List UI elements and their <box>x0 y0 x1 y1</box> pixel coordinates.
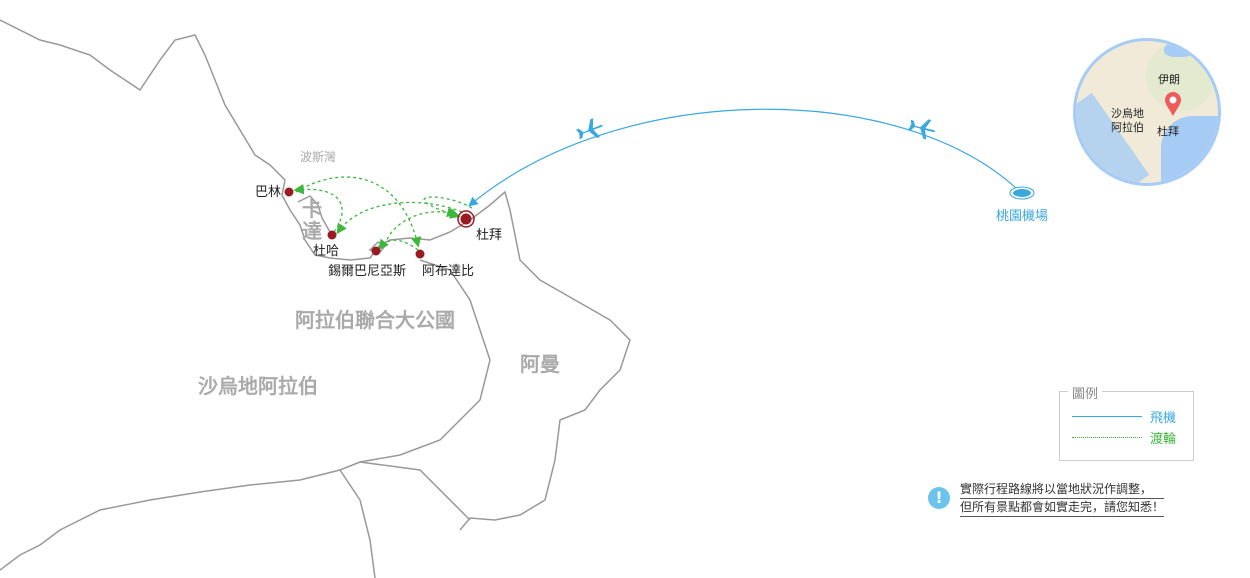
legend-ferry: 渡輪 <box>1072 428 1176 447</box>
notice-line-2: 但所有景點都會如實走完，請您知悉！ <box>960 499 1165 517</box>
legend: 圖例 飛機 渡輪 <box>1059 383 1194 461</box>
country-saudi: 沙烏地阿拉伯 <box>198 374 318 398</box>
coastline <box>0 19 631 578</box>
legend-ferry-label: 渡輪 <box>1150 432 1177 447</box>
inset-label-dubai: 杜拜 <box>1157 125 1179 138</box>
stop-dubai: 杜拜 <box>476 228 503 243</box>
stop-doha: 杜哈 <box>313 244 340 259</box>
inset-label-iran: 伊朗 <box>1158 73 1180 86</box>
location-pin-icon <box>1165 92 1181 116</box>
notice: ! 實際行程路線將以當地狀況作調整， 但所有景點都會如實走完，請您知悉！ <box>928 481 1165 517</box>
country-oman: 阿曼 <box>520 352 560 376</box>
exclamation-icon: ! <box>928 487 950 509</box>
stop-abu-dhabi: 阿布達比 <box>422 264 475 279</box>
airport-marker-ring <box>1009 186 1035 200</box>
ferry-routes <box>293 176 473 251</box>
stop-markers <box>284 187 475 259</box>
inset-label-saudi-1: 沙烏地 <box>1111 107 1144 120</box>
airplane-icon <box>908 119 936 140</box>
country-qatar: 卡達 <box>302 197 322 243</box>
airport-marker <box>1011 187 1033 199</box>
legend-title: 圖例 <box>1068 383 1103 402</box>
sea-label: 波斯灣 <box>300 150 337 164</box>
airplane-icon <box>576 118 604 140</box>
flight-route <box>468 108 1027 207</box>
flight-line-swatch <box>1072 416 1142 417</box>
notice-line-1: 實際行程路線將以當地狀況作調整， <box>960 481 1165 499</box>
stop-sir-bani-yas: 錫爾巴尼亞斯 <box>328 264 407 279</box>
country-uae: 阿拉伯聯合大公國 <box>295 308 455 332</box>
ferry-line-swatch <box>1072 437 1142 438</box>
inset-label-saudi-2: 阿拉伯 <box>1111 121 1144 134</box>
origin-airport: 桃園機場 <box>996 209 1049 224</box>
inset-globe-map: 伊朗 沙烏地 阿拉伯 杜拜 <box>1073 38 1221 186</box>
legend-flight-label: 飛機 <box>1150 411 1177 426</box>
stop-bahrain: 巴林 <box>255 185 282 200</box>
legend-flight: 飛機 <box>1072 407 1176 426</box>
